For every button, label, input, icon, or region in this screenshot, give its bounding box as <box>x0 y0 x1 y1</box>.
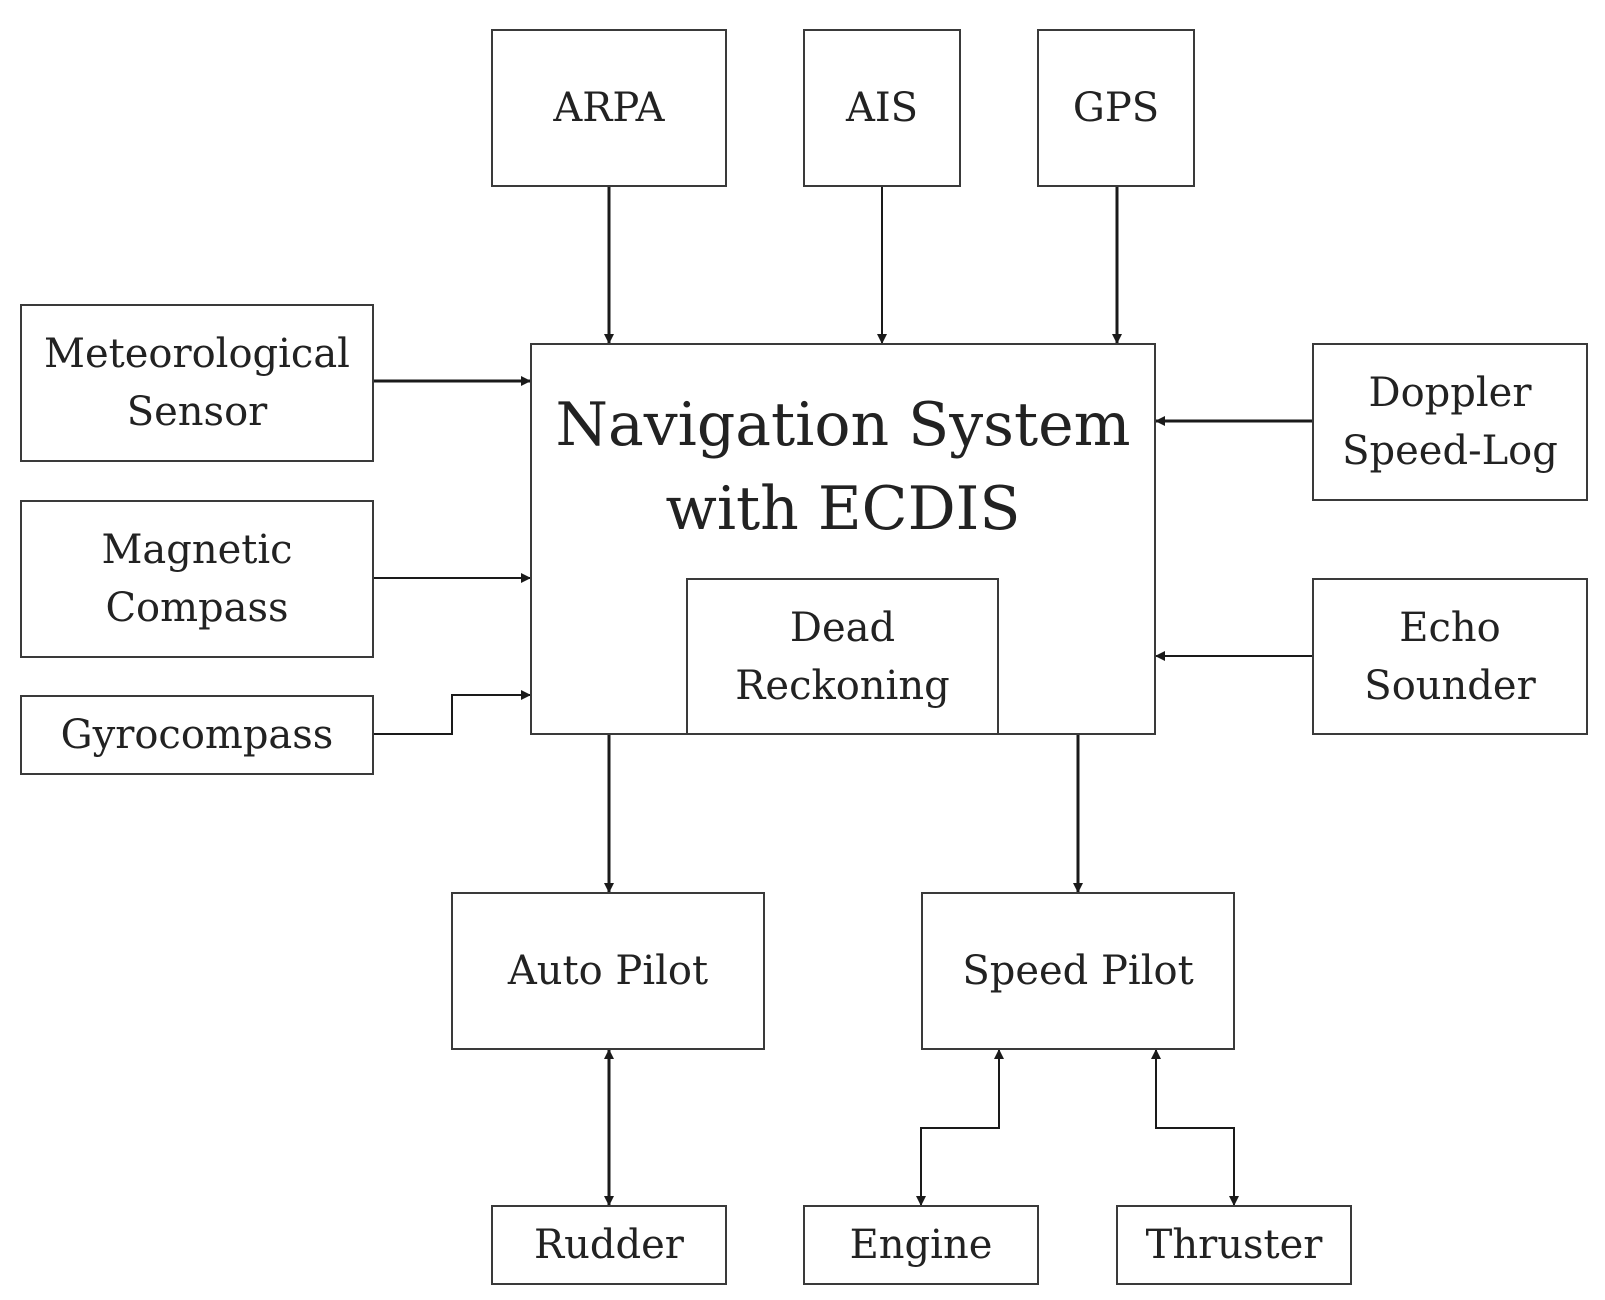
doppler-speed-log-label-line2: Speed-Log <box>1342 428 1558 474</box>
rudder-label: Rudder <box>534 1222 684 1268</box>
echo-sounder-label-line2: Sounder <box>1364 662 1536 709</box>
meteorological-sensor-label-line2: Sensor <box>126 389 268 435</box>
doppler-speed-log-label-line1: Doppler <box>1368 370 1532 416</box>
edge-speedpilot-to-thruster <box>1151 1049 1239 1206</box>
meteorological-sensor-label-line1: Meteorological <box>44 331 350 377</box>
speed-pilot-label: Speed Pilot <box>962 948 1194 994</box>
edges-group <box>374 187 1312 1206</box>
auto-pilot-label: Auto Pilot <box>507 948 709 994</box>
gps-box: GPS <box>1037 29 1195 187</box>
gyrocompass-box: Gyrocompass <box>20 695 374 775</box>
magnetic-compass-box: Magnetic Compass <box>20 500 374 658</box>
arpa-label: ARPA <box>553 85 665 131</box>
gps-label: GPS <box>1072 85 1160 131</box>
magnetic-compass-label-line1: Magnetic <box>101 527 293 573</box>
engine-label: Engine <box>849 1222 993 1268</box>
gyrocompass-label: Gyrocompass <box>60 712 334 758</box>
edge-speedpilot-to-engine <box>916 1049 1004 1206</box>
rudder-box: Rudder <box>491 1205 727 1285</box>
dead-reckoning-label-line1: Dead <box>789 604 896 651</box>
speed-pilot-box: Speed Pilot <box>921 892 1235 1050</box>
ais-label: AIS <box>845 85 919 131</box>
auto-pilot-box: Auto Pilot <box>451 892 765 1050</box>
dead-reckoning-box: Dead Reckoning <box>686 578 999 735</box>
edge-gyro-to-nav <box>374 690 531 735</box>
echo-sounder-box: Echo Sounder <box>1312 578 1588 735</box>
dead-reckoning-label-line2: Reckoning <box>735 662 950 709</box>
magnetic-compass-label-line2: Compass <box>105 585 289 631</box>
thruster-box: Thruster <box>1116 1205 1352 1285</box>
doppler-speed-log-box: Doppler Speed-Log <box>1312 343 1588 501</box>
navigation-system-label-line1: Navigation System <box>555 390 1131 460</box>
navigation-system-label-line2: with ECDIS <box>665 474 1021 544</box>
echo-sounder-label-line1: Echo <box>1399 604 1501 651</box>
ais-box: AIS <box>803 29 961 187</box>
thruster-label: Thruster <box>1145 1222 1323 1268</box>
arpa-box: ARPA <box>491 29 727 187</box>
engine-box: Engine <box>803 1205 1039 1285</box>
meteorological-sensor-box: Meteorological Sensor <box>20 304 374 462</box>
